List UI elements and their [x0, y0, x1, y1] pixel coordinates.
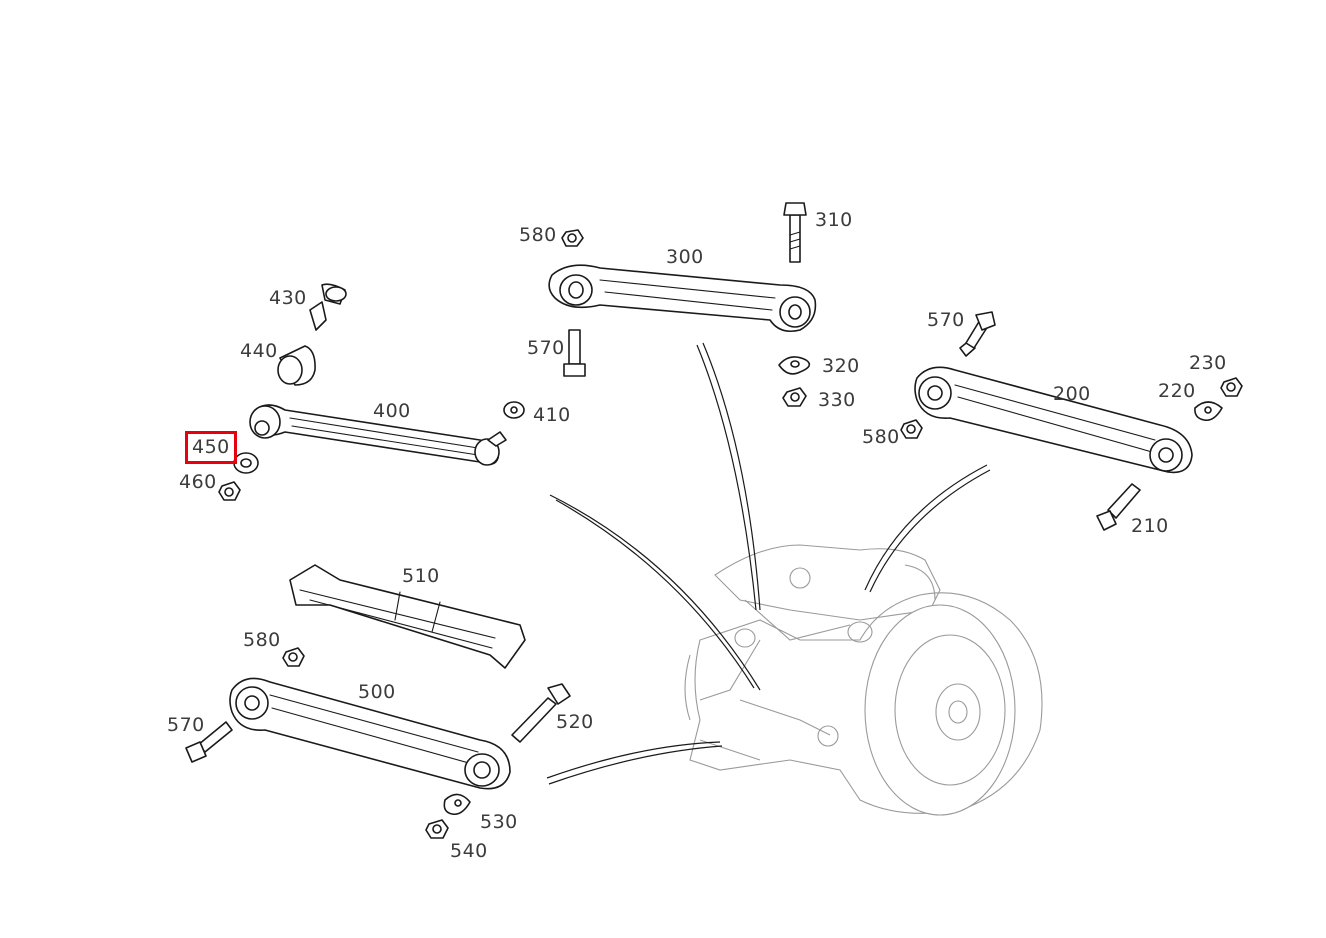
callout-230[interactable]: 230 — [1189, 352, 1227, 374]
callout-320[interactable]: 320 — [822, 355, 860, 377]
link-400[interactable] — [249, 404, 507, 466]
bolt-210[interactable] — [1096, 483, 1141, 531]
bolt-430[interactable] — [309, 283, 347, 331]
control-arm-200[interactable] — [914, 366, 1193, 474]
callout-310[interactable]: 310 — [815, 209, 853, 231]
bolt-570-top[interactable] — [563, 329, 586, 377]
bushing-440[interactable] — [277, 345, 316, 386]
callout-220[interactable]: 220 — [1158, 380, 1196, 402]
callout-300[interactable]: 300 — [666, 246, 704, 268]
washer-220[interactable] — [1194, 401, 1223, 422]
washer-320[interactable] — [778, 356, 811, 375]
bolt-310[interactable] — [783, 202, 807, 263]
washer-530[interactable] — [443, 793, 471, 816]
nut-230[interactable] — [1220, 377, 1243, 397]
bolt-570-bottom[interactable] — [185, 721, 233, 763]
callout-570-top[interactable]: 570 — [527, 337, 565, 359]
nut-540[interactable] — [425, 819, 449, 839]
nut-580-right[interactable] — [900, 419, 923, 439]
callout-430[interactable]: 430 — [269, 287, 307, 309]
callout-330[interactable]: 330 — [818, 389, 856, 411]
cover-510[interactable] — [289, 564, 526, 669]
callout-520[interactable]: 520 — [556, 711, 594, 733]
axle-hub-assembly-background — [684, 544, 1043, 816]
callout-580-bottom[interactable]: 580 — [243, 629, 281, 651]
callout-450[interactable]: 450 — [185, 431, 237, 464]
nut-580-bottom[interactable] — [282, 647, 305, 667]
callout-400[interactable]: 400 — [373, 400, 411, 422]
nut-580-top[interactable] — [561, 229, 584, 247]
washer-410[interactable] — [503, 401, 525, 419]
nut-330[interactable] — [782, 387, 807, 407]
callout-440[interactable]: 440 — [240, 340, 278, 362]
nut-460[interactable] — [218, 481, 241, 501]
callout-580-right[interactable]: 580 — [862, 426, 900, 448]
callout-200[interactable]: 200 — [1053, 383, 1091, 405]
callout-500[interactable]: 500 — [358, 681, 396, 703]
callout-410[interactable]: 410 — [533, 404, 571, 426]
callout-460[interactable]: 460 — [179, 471, 217, 493]
callout-540[interactable]: 540 — [450, 840, 488, 862]
callout-530[interactable]: 530 — [480, 811, 518, 833]
callout-580-top[interactable]: 580 — [519, 224, 557, 246]
pointer-arrows — [546, 342, 991, 785]
control-arm-300[interactable] — [548, 264, 817, 333]
callout-210[interactable]: 210 — [1131, 515, 1169, 537]
callout-570-bottom[interactable]: 570 — [167, 714, 205, 736]
control-arm-500[interactable] — [229, 677, 511, 790]
callout-570-right[interactable]: 570 — [927, 309, 965, 331]
bolt-570-right[interactable] — [959, 311, 996, 357]
bolt-520[interactable] — [511, 683, 571, 743]
washer-450[interactable] — [233, 452, 259, 474]
callout-510[interactable]: 510 — [402, 565, 440, 587]
